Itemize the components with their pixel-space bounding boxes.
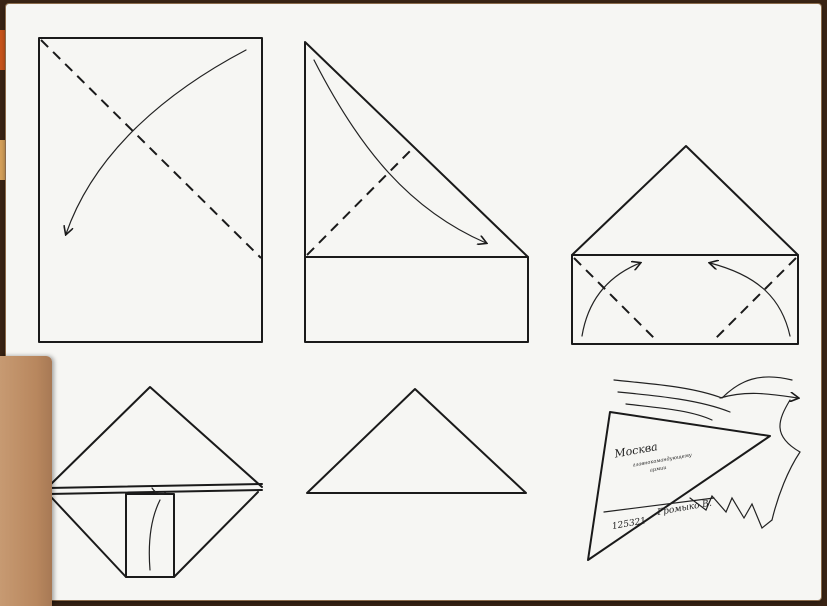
letter-city: Москва (612, 440, 658, 461)
left-fold-line (574, 258, 658, 342)
envelope-paper-corner (0, 356, 52, 606)
sheet-rectangle (39, 38, 262, 342)
lower-triangle (52, 492, 258, 577)
letter-triangle (588, 412, 770, 560)
second-fold-line (307, 147, 414, 255)
top-triangle (572, 146, 798, 255)
fold-arrow (314, 60, 486, 243)
step-1-sheet (39, 38, 262, 342)
step-3-triangle-with-strip (572, 146, 798, 344)
top-triangle (48, 387, 262, 487)
right-fold-line (712, 258, 796, 342)
dove-beak-arrow (720, 393, 798, 398)
step-4-tucked-strip (48, 387, 262, 577)
step-5-finished-triangle (307, 389, 526, 493)
letter-recipient-2: армии (649, 465, 667, 474)
fold-edge-1 (48, 484, 262, 488)
folded-outline (305, 42, 528, 342)
fold-arrow (66, 50, 246, 234)
step-6-letter-with-dove: Москва главнокомандующему армии 125321 Г… (588, 377, 800, 560)
right-fold-arrow (710, 263, 790, 336)
finished-triangle (307, 389, 526, 493)
dove-wing-line (626, 404, 712, 420)
diagonal-fold-line (41, 40, 261, 258)
letter-zip: 125321 (611, 516, 647, 532)
tuck-curve (149, 500, 160, 570)
step-2-folded-corner (305, 42, 528, 342)
dove-body (772, 400, 800, 520)
bottom-strip (572, 255, 798, 344)
